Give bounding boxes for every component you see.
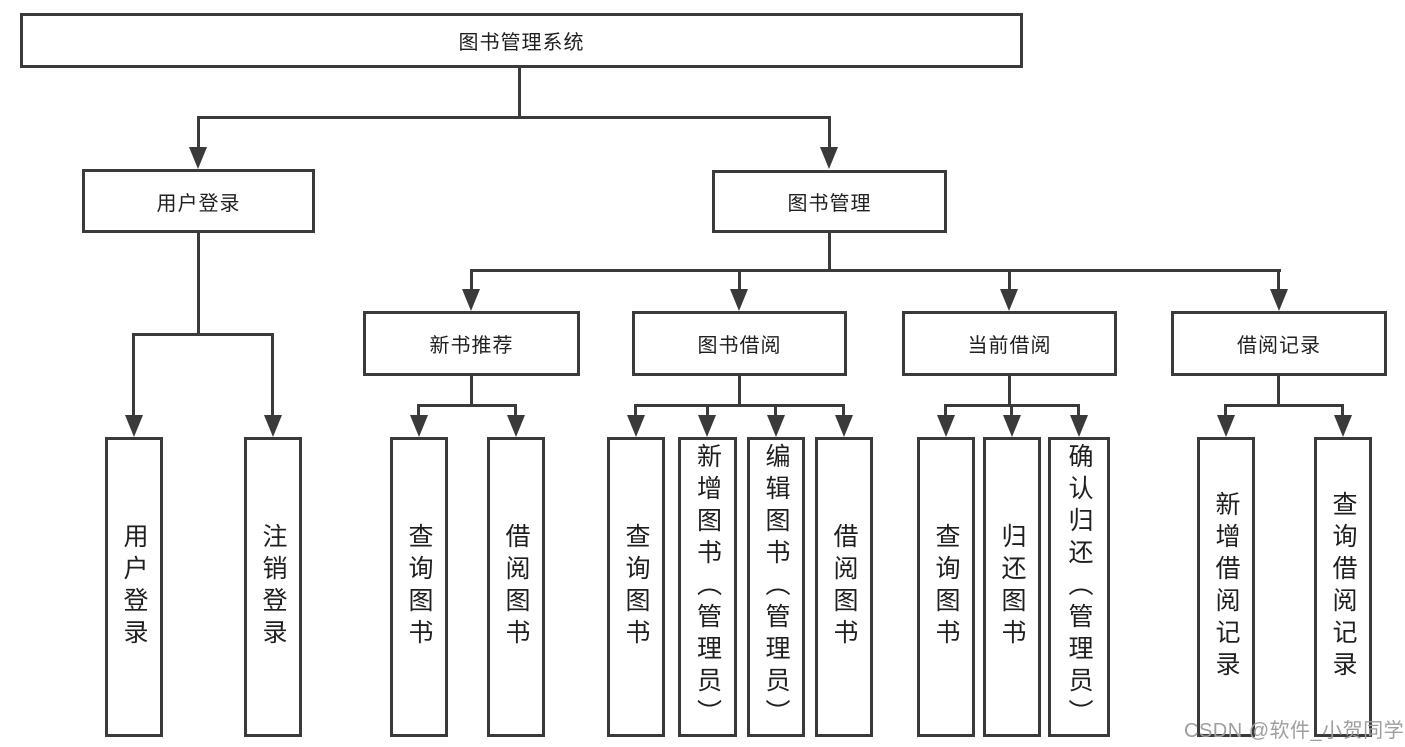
leaf-logout-label: 注销登录 xyxy=(259,523,287,651)
leaf-borrow-book-recommend: 借阅图书 xyxy=(487,437,545,737)
connector-leaf-confirm-return-drop xyxy=(1077,404,1080,416)
connector-leaf-query-record-drop xyxy=(1341,404,1344,416)
connector-leaf-query-borrow-drop xyxy=(634,404,637,416)
arrowhead-leaf-borrow-recommend-icon xyxy=(507,415,525,437)
node-borrow-record-label: 借阅记录 xyxy=(1237,335,1321,357)
node-new-book-recommend-label: 新书推荐 xyxy=(429,335,514,357)
connector-borrow-leaves-split xyxy=(634,404,845,407)
connector-leaf-return-book-drop xyxy=(1010,404,1013,416)
connector-user-login-drop xyxy=(197,116,200,149)
connector-new-book-recommend-drop xyxy=(470,269,473,291)
node-new-book-recommend: 新书推荐 xyxy=(363,311,580,376)
arrowhead-leaf-return-book-icon xyxy=(1003,415,1021,437)
arrowhead-current-borrow-icon xyxy=(1000,289,1018,311)
connector-book-borrow-drop xyxy=(738,269,741,291)
node-book-borrow: 图书借阅 xyxy=(632,311,847,376)
arrowhead-leaf-add-record-icon xyxy=(1217,415,1235,437)
connector-leaf-query-current-drop xyxy=(944,404,947,416)
leaf-query-book-current: 查询图书 xyxy=(917,437,975,737)
leaf-add-book: 新增图书（管理员） xyxy=(678,437,737,737)
arrowhead-leaf-query-current-icon xyxy=(937,415,955,437)
connector-user-leaves-split xyxy=(132,333,274,336)
leaf-add-borrow-record: 新增借阅记录 xyxy=(1197,437,1255,737)
node-current-borrow: 当前借阅 xyxy=(902,311,1117,376)
leaf-query-book-recommend: 查询图书 xyxy=(390,437,448,737)
node-book-borrow-label: 图书借阅 xyxy=(697,335,782,357)
arrowhead-leaf-borrow-book-icon xyxy=(835,415,853,437)
leaf-borrow-book: 借阅图书 xyxy=(815,437,873,737)
arrowhead-leaf-add-book-icon xyxy=(698,415,716,437)
connector-level2-split xyxy=(197,116,831,119)
connector-record-leaves-split xyxy=(1224,404,1344,407)
leaf-return-book: 归还图书 xyxy=(983,437,1041,737)
leaf-user-login-label: 用户登录 xyxy=(120,523,148,651)
node-user-login: 用户登录 xyxy=(82,169,315,233)
leaf-return-book-label: 归还图书 xyxy=(998,523,1026,651)
connector-level3-split xyxy=(470,269,1281,272)
leaf-edit-book-label: 编辑图书（管理员） xyxy=(762,443,790,731)
connector-current-borrow-drop xyxy=(1008,269,1011,291)
leaf-edit-book: 编辑图书（管理员） xyxy=(747,437,805,737)
node-user-login-label: 用户登录 xyxy=(156,192,241,215)
arrowhead-leaf-logout-icon xyxy=(264,415,282,437)
leaf-query-book-current-label: 查询图书 xyxy=(932,523,960,651)
connector-borrow-stem xyxy=(738,376,741,407)
leaf-query-borrow-record: 查询借阅记录 xyxy=(1314,437,1372,737)
leaf-query-book-borrow: 查询图书 xyxy=(607,437,665,737)
leaf-confirm-return-label: 确认归还（管理员） xyxy=(1065,443,1093,731)
connector-borrow-record-drop xyxy=(1277,269,1280,291)
leaf-query-book-borrow-label: 查询图书 xyxy=(622,523,650,651)
connector-user-login-stem xyxy=(197,233,200,336)
node-borrow-record: 借阅记录 xyxy=(1171,311,1387,376)
leaf-borrow-book-label: 借阅图书 xyxy=(830,523,858,651)
leaf-add-borrow-record-label: 新增借阅记录 xyxy=(1212,491,1240,683)
leaf-add-book-label: 新增图书（管理员） xyxy=(693,443,722,731)
leaf-query-book-recommend-label: 查询图书 xyxy=(405,523,433,651)
connector-leaf-add-record-drop xyxy=(1224,404,1227,416)
arrowhead-leaf-query-recommend-icon xyxy=(410,415,428,437)
leaf-confirm-return: 确认归还（管理员） xyxy=(1048,437,1110,737)
node-current-borrow-label: 当前借阅 xyxy=(967,335,1052,357)
connector-book-management-stem xyxy=(828,233,831,272)
connector-book-management-drop xyxy=(828,116,831,149)
connector-recommend-stem xyxy=(470,376,473,407)
arrowhead-leaf-user-login-icon xyxy=(125,415,143,437)
arrowhead-borrow-record-icon xyxy=(1270,289,1288,311)
csdn-watermark: CSDN @软件_小贺同学 xyxy=(1184,720,1405,742)
connector-record-stem xyxy=(1277,376,1280,407)
arrowhead-leaf-confirm-return-icon xyxy=(1070,415,1088,437)
leaf-user-login: 用户登录 xyxy=(105,437,163,737)
arrowhead-new-book-recommend-icon xyxy=(462,289,480,311)
arrowhead-book-borrow-icon xyxy=(730,289,748,311)
node-root-label: 图书管理系统 xyxy=(458,32,585,54)
connector-leaf-logout-drop xyxy=(271,333,274,417)
connector-recommend-leaves-split xyxy=(417,404,517,407)
connector-leaf-edit-book-drop xyxy=(774,404,777,416)
arrowhead-leaf-query-record-icon xyxy=(1334,415,1352,437)
leaf-borrow-book-recommend-label: 借阅图书 xyxy=(502,523,530,651)
arrowhead-user-login-icon xyxy=(189,147,207,169)
connector-current-stem xyxy=(1008,376,1011,407)
connector-leaf-add-book-drop xyxy=(706,404,709,416)
connector-root-stem xyxy=(518,68,521,118)
node-book-management: 图书管理 xyxy=(712,170,947,233)
leaf-logout: 注销登录 xyxy=(244,437,302,737)
connector-leaf-borrow-recommend-drop xyxy=(514,404,517,416)
arrowhead-leaf-edit-book-icon xyxy=(767,415,785,437)
node-root: 图书管理系统 xyxy=(20,13,1023,68)
arrowhead-book-management-icon xyxy=(820,147,838,169)
connector-leaf-query-recommend-drop xyxy=(417,404,420,416)
arrowhead-leaf-query-borrow-icon xyxy=(627,415,645,437)
node-book-management-label: 图书管理 xyxy=(787,193,872,215)
leaf-query-borrow-record-label: 查询借阅记录 xyxy=(1329,491,1357,683)
connector-leaf-user-login-drop xyxy=(132,333,135,417)
connector-leaf-borrow-book-drop xyxy=(842,404,845,416)
